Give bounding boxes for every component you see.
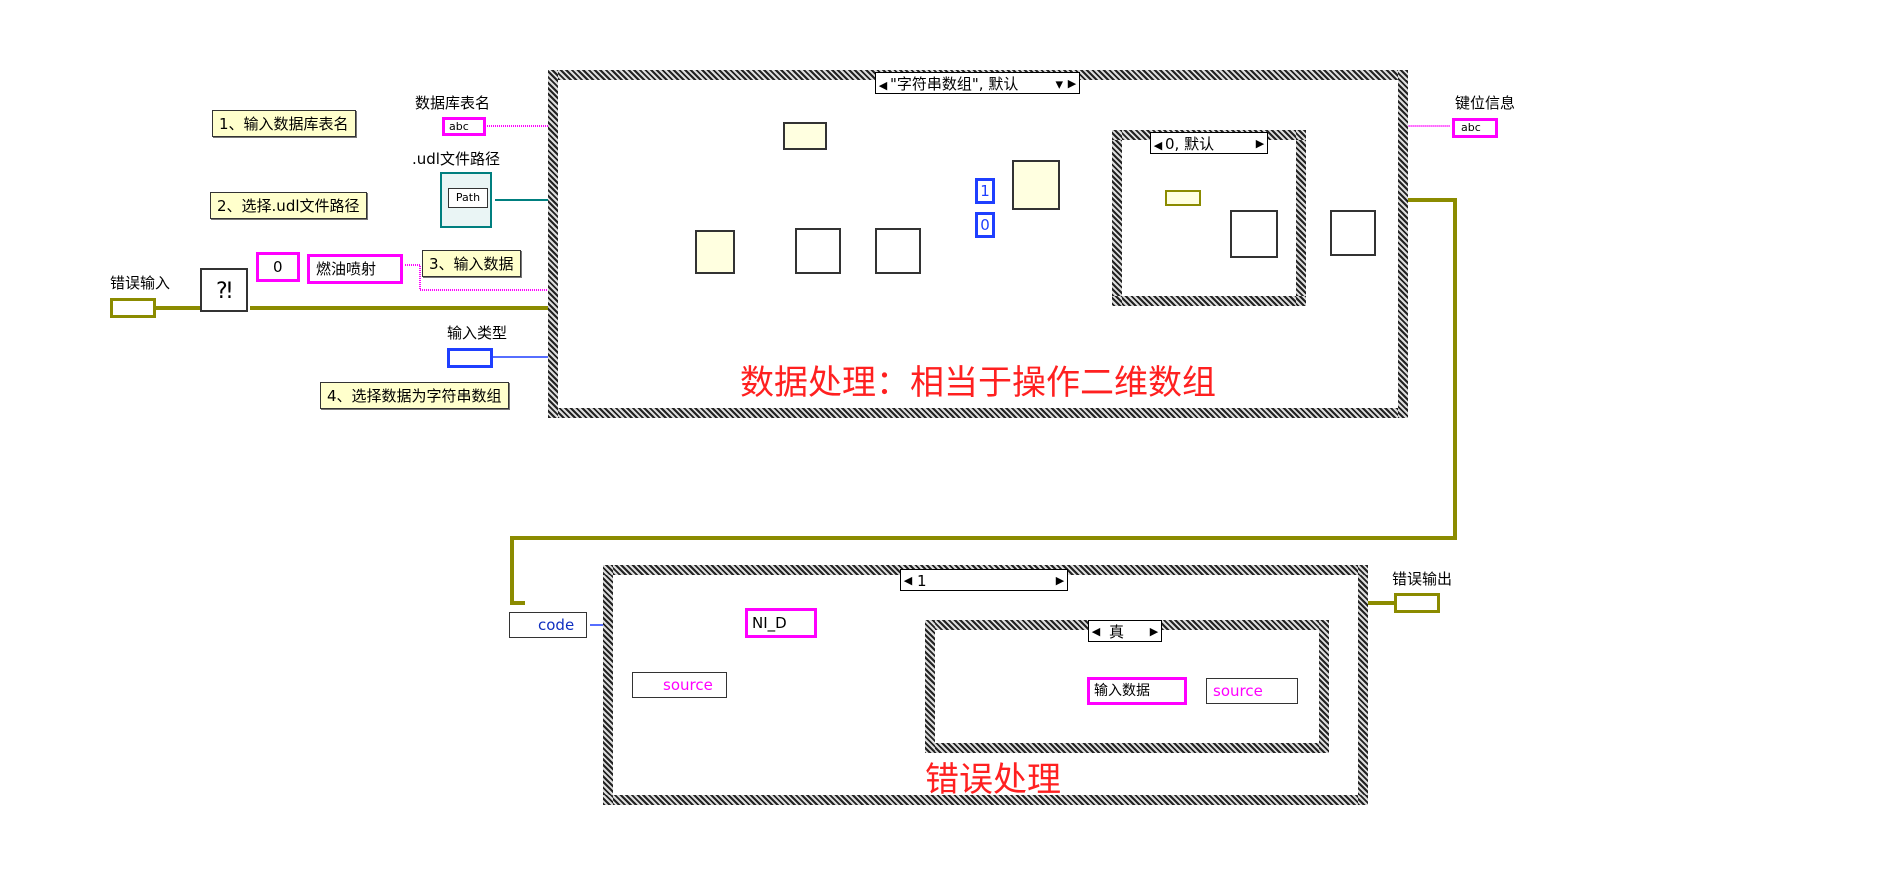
ni-d-string-constant[interactable]: NI_D: [745, 608, 817, 638]
note-step3: 3、输入数据: [422, 250, 521, 277]
label-key-info: 键位信息: [1455, 94, 1516, 112]
array-subset-node[interactable]: [1012, 160, 1060, 210]
decrement-arrow-icon[interactable]: ◀: [1091, 625, 1101, 638]
clear-errors-icon[interactable]: ⁈: [200, 268, 248, 312]
const-zero[interactable]: 0: [975, 212, 995, 238]
db-insert-data-node[interactable]: [1230, 210, 1278, 258]
unbundle-source-node[interactable]: source: [632, 672, 727, 698]
annotation-data-processing: 数据处理：相当于操作二维数组: [740, 363, 1216, 403]
variant-to-data-node[interactable]: [695, 230, 735, 274]
true-case-selector[interactable]: ◀ 真 ▶: [1088, 620, 1162, 642]
array-index-a[interactable]: 0: [256, 252, 300, 282]
decrement-arrow-icon[interactable]: ◀: [878, 79, 888, 92]
increment-arrow-icon[interactable]: ▶: [1149, 625, 1159, 638]
inner-case-selector[interactable]: ◀0, 默认 ▶: [1150, 132, 1268, 154]
label-error-in: 错误输入: [110, 274, 171, 292]
note-step2: 2、选择.udl文件路径: [210, 192, 367, 219]
error-in-control[interactable]: [110, 298, 156, 318]
increment-arrow-icon[interactable]: ▶: [1067, 77, 1077, 90]
bundle-source-field: source: [1213, 682, 1263, 700]
annotation-error-handling: 错误处理: [925, 760, 1061, 800]
label-error-out: 错误输出: [1392, 570, 1453, 588]
note-step1: 1、输入数据库表名: [212, 110, 356, 137]
source-field: source: [663, 676, 713, 694]
const-one[interactable]: 1: [975, 178, 995, 204]
key-info-indicator[interactable]: abc: [1452, 118, 1498, 138]
error-out-indicator[interactable]: [1394, 593, 1440, 613]
db-list-columns-node[interactable]: [875, 228, 921, 274]
label-udl-path: .udl文件路径: [412, 150, 500, 168]
main-case-selector[interactable]: ◀"字符串数组", 默认 ▾ ▶: [875, 72, 1080, 94]
table-name-control[interactable]: abc: [442, 117, 486, 136]
label-table-name: 数据库表名: [415, 94, 491, 112]
true-case-label: 真: [1109, 623, 1125, 641]
label-input-type: 输入类型: [447, 324, 508, 342]
path-value: Path: [448, 188, 488, 208]
main-case-label: "字符串数组", 默认: [890, 75, 1019, 93]
build-array-node[interactable]: [1165, 190, 1201, 206]
udl-path-control[interactable]: Path: [440, 172, 492, 228]
chevron-down-icon[interactable]: ▾: [1055, 75, 1063, 93]
inner-case-label: 0, 默认: [1165, 135, 1215, 153]
db-open-connection-node[interactable]: [795, 228, 841, 274]
array-size-node[interactable]: [783, 122, 827, 150]
increment-arrow-icon[interactable]: ▶: [1255, 137, 1265, 150]
bundle-source-node[interactable]: source: [1206, 678, 1298, 704]
code-field: code: [538, 616, 575, 634]
error-case-label: 1: [917, 572, 927, 590]
array-element-string[interactable]: 燃油喷射: [307, 254, 403, 284]
error-case-selector[interactable]: ◀ 1 ▶: [900, 569, 1068, 591]
db-close-connection-node[interactable]: [1330, 210, 1376, 256]
note-step4: 4、选择数据为字符串数组: [320, 382, 509, 409]
input-type-enum-control[interactable]: [447, 348, 493, 368]
unbundle-code-node[interactable]: code: [509, 612, 587, 638]
decrement-arrow-icon[interactable]: ◀: [1153, 139, 1163, 152]
input-data-string-constant[interactable]: 输入数据: [1087, 677, 1187, 705]
increment-arrow-icon[interactable]: ▶: [1055, 574, 1065, 587]
decrement-arrow-icon[interactable]: ◀: [903, 574, 913, 587]
